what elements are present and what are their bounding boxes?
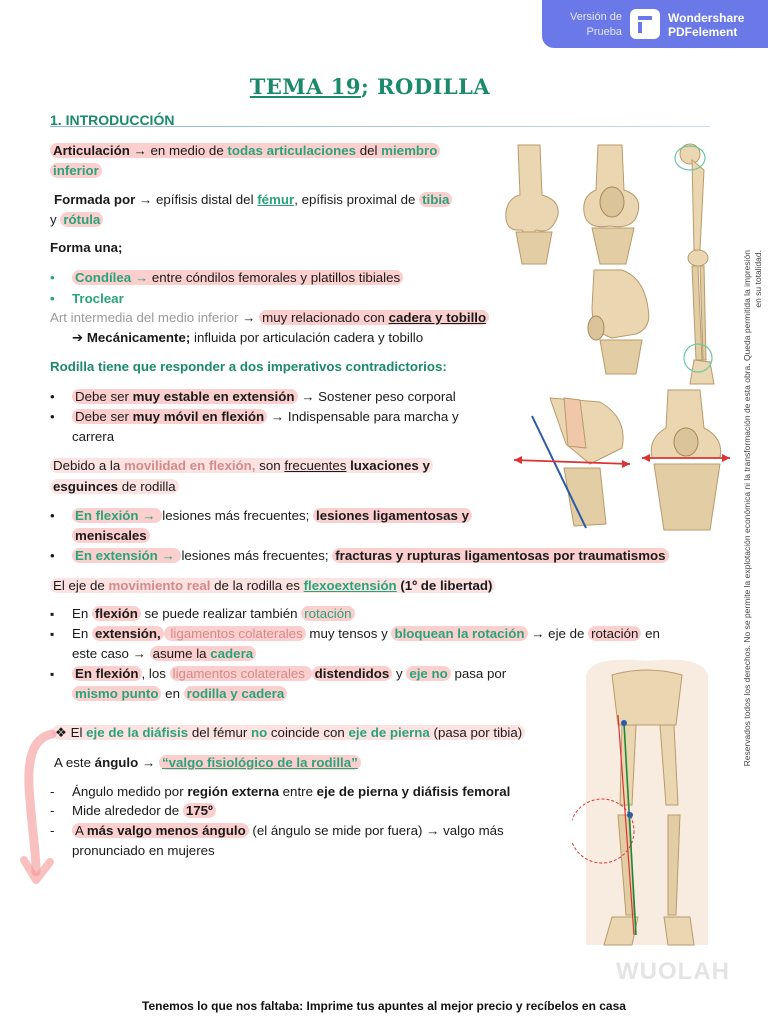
text-mecanicamente: ➔ Mecánicamente; influida por articulaci… <box>72 330 424 345</box>
text-forma-una: Forma una; <box>50 240 123 255</box>
leg-skeleton-illustration <box>674 143 715 385</box>
knee-axes-illustration <box>510 388 638 530</box>
pdfelement-logo-icon <box>630 9 660 39</box>
bullet-condilea: Condílea → entre cóndilos femorales y pl… <box>50 268 404 288</box>
text-eje-diafisis: ❖ El eje de la diáfisis del fémur no coi… <box>52 723 526 743</box>
bullet-estable: Debe ser muy estable en extensión → Sost… <box>72 387 456 407</box>
text-inferior: inferior <box>50 161 102 181</box>
text-art-intermedia: Art intermedia del medio inferior → muy … <box>50 308 490 328</box>
text-valgo: A este ángulo → “valgo fisiológico de la… <box>54 753 361 773</box>
section-heading: 1. INTRODUCCIÓN <box>50 112 175 128</box>
text-formada-por: Formada por → epífisis distal del fémur,… <box>54 190 453 210</box>
text-meniscales: meniscales <box>72 526 150 546</box>
text-imperativos: Rodilla tiene que responder a dos impera… <box>50 359 447 374</box>
bullet-extension-colaterales: En extensión, ligamentos colaterales muy… <box>72 626 660 641</box>
bullet-mas-valgo: A más valgo menos ángulo (el ángulo se m… <box>72 821 504 841</box>
bullet-flexion-rotacion: En flexión se puede realizar también rot… <box>72 604 355 624</box>
bullet-troclear: Troclear <box>72 291 124 306</box>
text-eje-movimiento: El eje de movimiento real de la rodilla … <box>50 576 496 596</box>
knee-frontal-illustration <box>642 389 730 531</box>
bullet-extension-lesiones: En extensión → lesiones más frecuentes; … <box>72 546 669 566</box>
bullet-movil: Debe ser muy móvil en flexión → Indispen… <box>72 407 459 427</box>
text-esguinces: esguinces de rodilla <box>50 477 179 497</box>
text-carrera: carrera <box>72 429 115 444</box>
footer-ad-link[interactable]: Tenemos lo que nos faltaba: Imprime tus … <box>142 999 626 1013</box>
text-articulacion: Articulación → en medio de todas articul… <box>50 141 441 161</box>
text-mismo-punto: mismo punto en rodilla y cadera <box>72 684 288 704</box>
text-pronunciado: pronunciado en mujeres <box>72 843 215 858</box>
text-debido: Debido a la movilidad en flexión, son fr… <box>50 456 433 476</box>
bullet-angulo: Ángulo medido por región externa entre e… <box>72 784 511 799</box>
bullet-flexion-lesiones: En flexión → lesiones más frecuentes; le… <box>72 506 472 526</box>
lower-limb-axes-illustration <box>572 659 708 946</box>
bullet-flexion-colaterales: En flexión, los ligamentos colaterales d… <box>72 664 506 684</box>
page-title: TEMA 19; RODILLA <box>249 74 491 99</box>
bullet-mide: Mide alrededor de 175º <box>72 801 216 821</box>
knee-bones-illustration <box>500 140 660 265</box>
text-asume-cadera: este caso → asume la cadera <box>72 644 257 664</box>
hand-drawn-arrow-icon <box>20 729 57 884</box>
wuolah-watermark: WUOLAH <box>616 958 730 985</box>
knee-lateral-illustration <box>587 269 650 375</box>
copyright-side-note: Reservados todos los derechos. No se per… <box>742 250 763 767</box>
text-rotula: y rótula <box>50 210 104 230</box>
heading-underline <box>50 126 710 127</box>
